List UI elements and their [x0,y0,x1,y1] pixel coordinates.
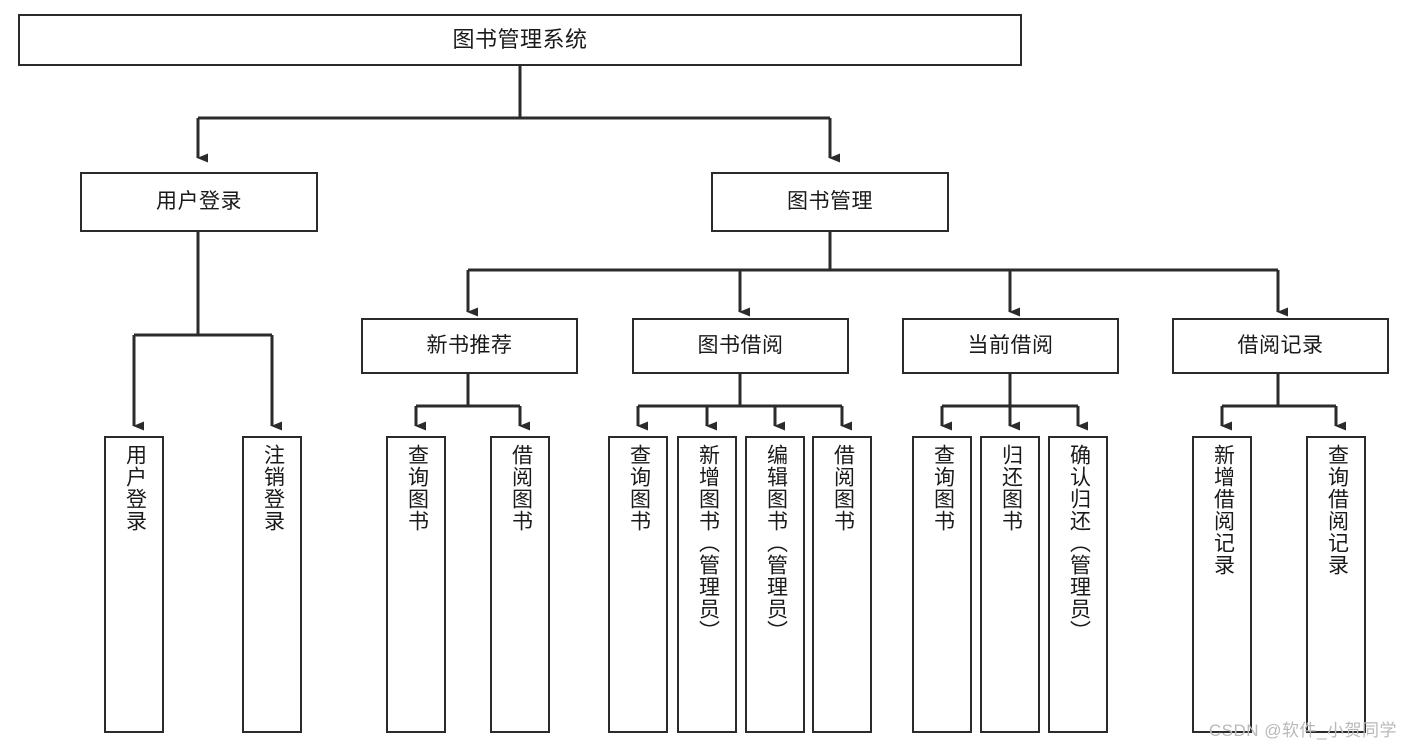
node-new-book-recommend-label: 新书推荐 [426,333,513,357]
leaf-user-login-logout[interactable]: 注销登录 [242,436,302,733]
node-book-borrow-label: 图书借阅 [697,333,784,357]
node-borrow-record[interactable]: 借阅记录 [1172,318,1389,374]
leaf-label: 编辑图书（管理员） [764,444,788,642]
leaf-label: 借阅图书 [509,444,533,532]
leaf-label: 查询图书 [405,444,429,532]
leaf-current-borrow-confirm-return[interactable]: 确认归还（管理员） [1048,436,1108,733]
node-user-login-label: 用户登录 [156,189,242,213]
leaf-label: 确认归还（管理员） [1067,444,1091,642]
node-book-manage[interactable]: 图书管理 [711,172,949,232]
node-root-system[interactable]: 图书管理系统 [18,14,1022,66]
leaf-book-borrow-add-book[interactable]: 新增图书（管理员） [677,436,737,733]
node-user-login[interactable]: 用户登录 [80,172,318,232]
leaf-current-borrow-return-book[interactable]: 归还图书 [980,436,1040,733]
leaf-label: 注销登录 [261,444,285,532]
leaf-user-login-user-login[interactable]: 用户登录 [104,436,164,733]
leaf-label: 新增图书（管理员） [696,444,720,642]
node-book-manage-label: 图书管理 [787,189,873,213]
node-root-system-label: 图书管理系统 [452,27,588,53]
leaf-borrow-record-add-record[interactable]: 新增借阅记录 [1192,436,1252,733]
node-new-book-recommend[interactable]: 新书推荐 [361,318,578,374]
leaf-current-borrow-query-book[interactable]: 查询图书 [912,436,972,733]
leaf-book-borrow-edit-book[interactable]: 编辑图书（管理员） [745,436,805,733]
leaf-borrow-record-query-record[interactable]: 查询借阅记录 [1306,436,1366,733]
leaf-label: 借阅图书 [831,444,855,532]
node-current-borrow[interactable]: 当前借阅 [902,318,1119,374]
leaf-label: 用户登录 [123,444,147,532]
leaf-label: 查询图书 [627,444,651,532]
node-current-borrow-label: 当前借阅 [967,333,1054,357]
leaf-label: 查询图书 [931,444,955,532]
node-borrow-record-label: 借阅记录 [1237,333,1324,357]
leaf-book-borrow-borrow-book[interactable]: 借阅图书 [812,436,872,733]
node-book-borrow[interactable]: 图书借阅 [632,318,849,374]
leaf-label: 查询借阅记录 [1325,444,1349,576]
leaf-new-book-borrow-book[interactable]: 借阅图书 [490,436,550,733]
leaf-label: 新增借阅记录 [1211,444,1235,576]
leaf-label: 归还图书 [999,444,1023,532]
leaf-book-borrow-query-book[interactable]: 查询图书 [608,436,668,733]
leaf-new-book-query-book[interactable]: 查询图书 [386,436,446,733]
